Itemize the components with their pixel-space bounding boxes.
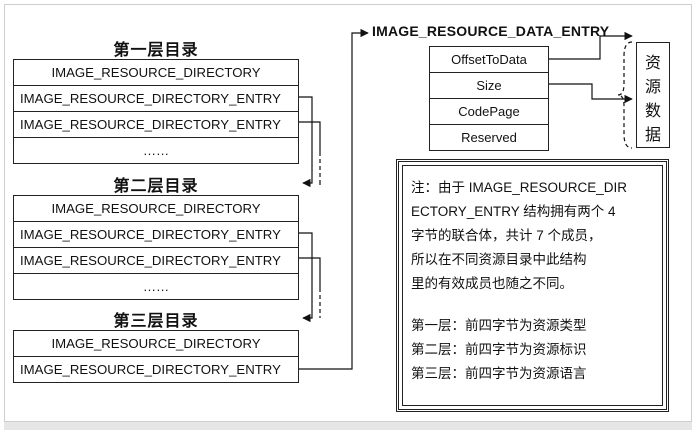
arrow-l2-to-l3	[299, 232, 313, 323]
resource-char: 资	[644, 53, 661, 72]
arrow-offset-to-resource	[549, 31, 633, 60]
connector-l1-entry2	[299, 121, 321, 152]
note-level-2: 第二层：前四字节为资源标识	[411, 342, 587, 358]
arrow-l3-to-data-entry	[299, 28, 369, 370]
diagram-frame	[4, 4, 692, 422]
arrow-l1-to-l2	[299, 96, 313, 188]
level-1-table: IMAGE_RESOURCE_DIRECTORY IMAGE_RESOURCE_…	[13, 59, 299, 164]
ellipsis-row: ……	[142, 143, 170, 158]
level-2-title: 第二层目录	[113, 176, 199, 195]
data-entry-title: IMAGE_RESOURCE_DATA_ENTRY	[372, 23, 610, 39]
data-entry-table: OffsetToData Size CodePage Reserved	[429, 46, 549, 151]
level-2-table: IMAGE_RESOURCE_DIRECTORY IMAGE_RESOURCE_…	[13, 195, 299, 300]
resource-data-box: 资 源 数 据	[636, 42, 670, 148]
note-line: 里的有效成员也随之不同。	[411, 276, 573, 291]
resource-char: 源	[644, 77, 661, 96]
connector-l2-entry2	[299, 257, 321, 288]
field-size: Size	[430, 73, 548, 99]
directory-entry-row: IMAGE_RESOURCE_DIRECTORY_ENTRY	[14, 86, 298, 112]
directory-entry-row: IMAGE_RESOURCE_DIRECTORY_ENTRY	[14, 112, 298, 138]
note-line: 注：由于 IMAGE_RESOURCE_DIR	[411, 180, 628, 195]
directory-entry-row: IMAGE_RESOURCE_DIRECTORY_ENTRY	[14, 222, 298, 248]
ellipsis-row: ……	[142, 279, 170, 294]
directory-entry-row: IMAGE_RESOURCE_DIRECTORY_ENTRY	[14, 248, 298, 274]
level-1-title: 第一层目录	[113, 40, 199, 59]
level-3-table: IMAGE_RESOURCE_DIRECTORY IMAGE_RESOURCE_…	[13, 330, 299, 383]
note-level-3: 第三层：前四字节为资源语言	[411, 366, 587, 382]
field-reserved: Reserved	[461, 130, 517, 145]
field-code-page: CodePage	[430, 99, 548, 125]
level-3-title: 第三层目录	[113, 311, 199, 330]
directory-row: IMAGE_RESOURCE_DIRECTORY	[14, 60, 298, 86]
frame-shadow	[4, 422, 692, 430]
note-line: ECTORY_ENTRY 结构拥有两个 4	[411, 204, 616, 219]
note-line: 所以在不同资源目录中此结构	[411, 252, 587, 267]
field-offset-to-data: OffsetToData	[430, 47, 548, 73]
note-level-1: 第一层：前四字节为资源类型	[411, 318, 587, 334]
resource-brace	[617, 41, 633, 149]
directory-entry-row: IMAGE_RESOURCE_DIRECTORY_ENTRY	[20, 362, 281, 377]
resource-char: 数	[644, 101, 661, 120]
resource-char: 据	[644, 125, 661, 144]
note-box: 注：由于 IMAGE_RESOURCE_DIR ECTORY_ENTRY 结构拥…	[396, 159, 669, 412]
directory-row: IMAGE_RESOURCE_DIRECTORY	[14, 196, 298, 222]
directory-row: IMAGE_RESOURCE_DIRECTORY	[14, 331, 298, 357]
note-line: 字节的联合体，共计 7 个成员，	[411, 228, 602, 243]
arrow-size-to-resource	[549, 83, 633, 104]
